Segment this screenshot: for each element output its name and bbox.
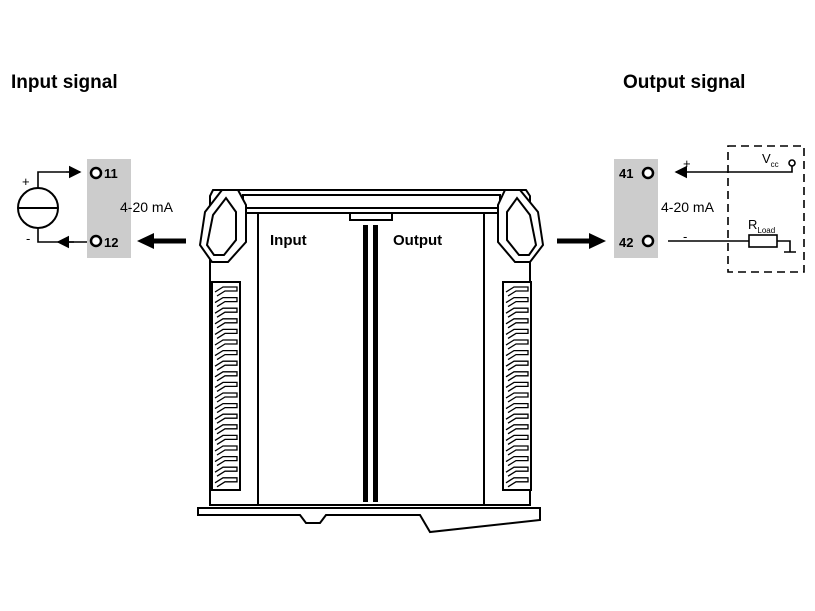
terminal-12-label: 12 (104, 235, 118, 250)
input-current-source-icon (17, 171, 74, 243)
right-terminal-cover-inner (506, 196, 538, 256)
output-signal-range: 4-20 mA (661, 199, 715, 215)
module-din-foot (197, 507, 541, 534)
vent-slot (505, 371, 529, 382)
vent-slot (214, 318, 238, 329)
terminal-11-label: 11 (104, 166, 118, 181)
left-vent-slots (214, 286, 238, 488)
vent-slot (505, 307, 529, 318)
vent-slot (214, 371, 238, 382)
vent-slot (505, 328, 529, 339)
vent-slot (214, 413, 238, 424)
module-output-label: Output (393, 232, 442, 249)
input-plus-sign: + (22, 174, 30, 189)
input-flow-arrowhead-icon (137, 233, 154, 249)
terminal-42-screw-icon (641, 234, 655, 248)
vent-slot (214, 392, 238, 403)
module-input-label: Input (270, 232, 307, 249)
vent-slot (214, 307, 238, 318)
module-top-notch (349, 212, 393, 221)
vent-slot (214, 434, 238, 445)
external-load-circuit (668, 145, 805, 273)
terminal-12-screw-icon (89, 234, 103, 248)
vent-slot (505, 339, 529, 350)
input-signal-heading: Input signal (11, 72, 118, 93)
load-circuit-dashed-box (727, 145, 805, 273)
vent-slot (505, 318, 529, 329)
rload-label: RLoad (748, 217, 775, 235)
vent-slot (505, 413, 529, 424)
vcc-label: Vcc (762, 151, 779, 169)
vent-slot (214, 424, 238, 435)
din-rail-module (197, 189, 545, 534)
input-minus-sign: - (26, 231, 30, 246)
vent-slot (505, 296, 529, 308)
terminal-42-label: 42 (619, 235, 633, 250)
vent-slot (214, 328, 238, 339)
vent-slot (214, 381, 238, 392)
load-resistor-icon (748, 234, 778, 248)
vent-slot (505, 424, 529, 435)
terminal-11-screw-icon (89, 166, 103, 180)
module-housing (209, 189, 531, 506)
input-terminal-block (87, 159, 131, 258)
vent-slot (505, 466, 529, 477)
vent-slot (214, 402, 238, 414)
vent-slot (214, 360, 238, 371)
vent-slot (214, 466, 238, 477)
output-plus-sign: + (683, 156, 691, 171)
vent-slot (505, 402, 529, 414)
vent-slot (214, 339, 238, 350)
vent-slot (505, 434, 529, 445)
left-terminal-cover-inner (205, 196, 237, 256)
output-signal-heading: Output signal (623, 72, 746, 93)
output-flow-arrowhead-icon (589, 233, 606, 249)
ground-icon (777, 240, 796, 253)
vent-slot (505, 360, 529, 371)
vent-slot (505, 349, 529, 361)
vent-slot (505, 445, 529, 456)
module-divider-left (363, 225, 368, 502)
vent-slot (505, 392, 529, 403)
vent-slot (505, 455, 529, 467)
vent-slot (214, 455, 238, 467)
right-vent-slots (505, 286, 529, 488)
vent-slot (214, 296, 238, 308)
module-top-cover-inner (242, 194, 501, 209)
terminal-41-screw-icon (641, 166, 655, 180)
terminal-41-label: 41 (619, 166, 633, 181)
vcc-terminal-icon (788, 159, 796, 167)
vent-slot (505, 381, 529, 392)
vent-slot (505, 477, 529, 488)
vent-slot (214, 349, 238, 361)
output-minus-sign: - (683, 229, 687, 244)
vent-slot (214, 286, 238, 297)
vent-slot (214, 477, 238, 488)
vent-slot (505, 286, 529, 297)
output-terminal-block (614, 159, 658, 258)
vent-slot (214, 445, 238, 456)
module-divider-right (373, 225, 378, 502)
input-signal-range: 4-20 mA (120, 199, 174, 215)
output-wire-top-arrow-icon (674, 165, 793, 179)
